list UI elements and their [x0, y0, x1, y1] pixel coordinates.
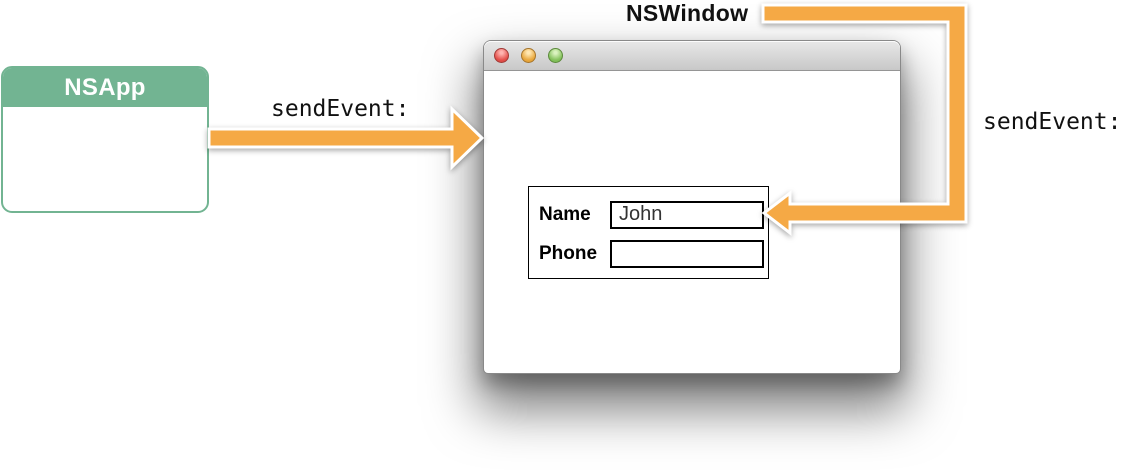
minimize-button[interactable]: [521, 48, 536, 63]
mac-window: Name Phone: [483, 40, 901, 374]
send-event-label-window-to-view: sendEvent:: [983, 109, 1122, 135]
form-box: Name Phone: [528, 186, 769, 279]
name-field[interactable]: [610, 201, 764, 229]
nsapp-title: NSApp: [64, 73, 146, 101]
phone-label: Phone: [539, 243, 598, 264]
phone-field[interactable]: [610, 240, 764, 268]
send-event-label-app-to-window: sendEvent:: [271, 96, 410, 122]
nsapp-card: NSApp: [1, 66, 209, 213]
nsapp-card-header: NSApp: [3, 68, 207, 107]
close-button[interactable]: [494, 48, 509, 63]
form-row-name: Name: [539, 201, 768, 229]
nswindow-label: NSWindow: [626, 0, 749, 26]
window-titlebar[interactable]: [484, 41, 900, 71]
name-label: Name: [539, 204, 591, 225]
form-row-phone: Phone: [539, 240, 768, 268]
zoom-button[interactable]: [548, 48, 563, 63]
